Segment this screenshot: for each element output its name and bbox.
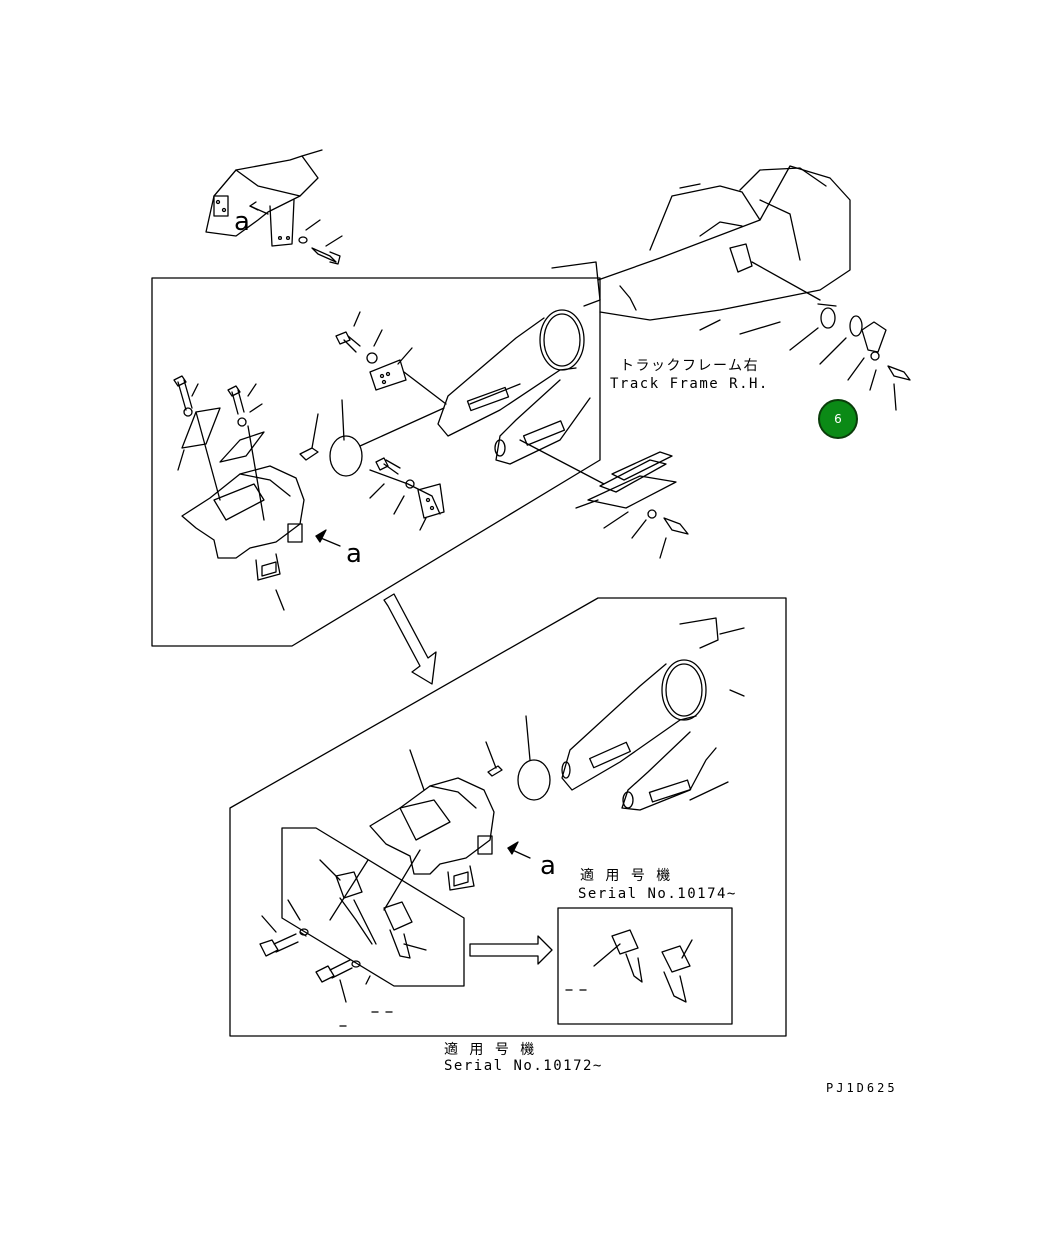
part-callout-6[interactable]: 6	[818, 399, 858, 439]
applicable-machines-label-1: 適 用 号 機	[580, 868, 672, 884]
lower-detail-frame	[229, 597, 787, 1037]
drawing-code: PJ1D625	[826, 1081, 898, 1095]
serial-number-label-1: Serial No.10174~	[578, 886, 737, 902]
view-a-label-upper: a	[346, 539, 362, 569]
applicable-machines-label-2: 適 用 号 機	[444, 1042, 536, 1058]
upper-detail-frame	[151, 277, 601, 647]
view-a-label-lower: a	[540, 851, 556, 881]
view-a-label-top: a	[234, 207, 250, 237]
track-frame-right	[597, 165, 911, 411]
track-frame-label-jp: トラックフレーム右	[620, 358, 760, 374]
track-frame-label-en: Track Frame R.H.	[610, 376, 769, 392]
top-cover-detail	[205, 149, 343, 265]
upper-assembly	[173, 261, 689, 611]
transition-arrow	[383, 593, 437, 685]
lower-assembly	[259, 617, 745, 1027]
serial-number-label-2: Serial No.10172~	[444, 1058, 603, 1074]
